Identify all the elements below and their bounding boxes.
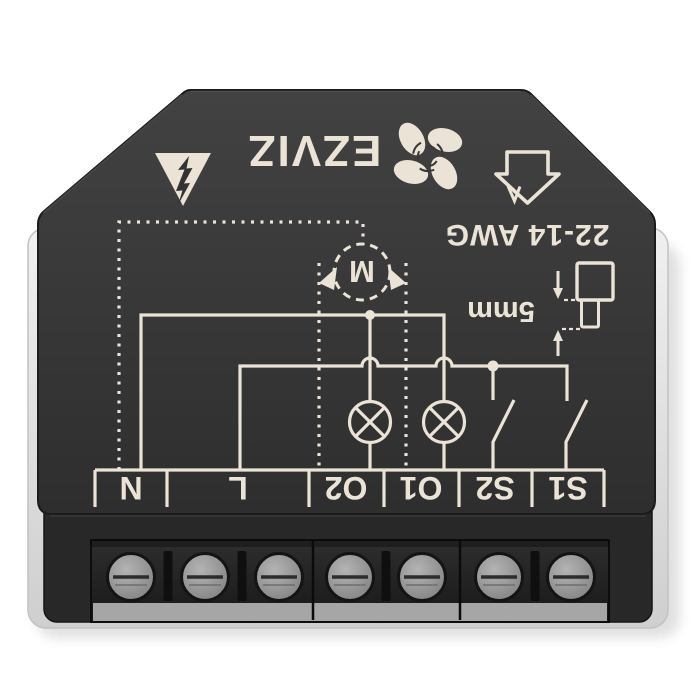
junction-dot — [365, 310, 375, 320]
arrow-up-icon — [553, 330, 563, 341]
motor-symbol: M — [319, 242, 406, 302]
hazard-voltage-icon — [155, 153, 211, 206]
switch-symbol-s1 — [564, 399, 589, 470]
screw-terminal-6 — [474, 552, 524, 602]
screw-terminal-4 — [325, 552, 375, 602]
screw-terminal-5 — [397, 552, 447, 602]
block-top-shade — [91, 540, 609, 547]
terminal-label-n: N — [119, 470, 142, 506]
terminal-label-l: L — [228, 470, 248, 506]
screw-divider — [530, 551, 540, 601]
terminal-label-row: N L O2 O1 S2 S1 — [93, 468, 606, 507]
terminal-label-o2: O2 — [325, 470, 368, 506]
terminal-label-s2: S2 — [475, 470, 514, 506]
screw-divider — [381, 551, 391, 601]
screw-terminal-3 — [254, 552, 304, 602]
lamp-symbol-o1 — [421, 399, 467, 445]
wire-strip-icon — [553, 261, 615, 356]
wiring-diagram: M — [117, 220, 589, 470]
printed-artwork: EZVIZ 22-14 AWG 5mm — [93, 122, 615, 507]
ezviz-flower-icon — [393, 122, 463, 190]
device-body — [37, 89, 656, 515]
motor-label: M — [349, 254, 375, 289]
dotted-neutral-motor-path — [117, 220, 365, 470]
wire-gauge-label: 22-14 AWG — [445, 218, 610, 251]
insert-arrow-icon — [494, 150, 561, 205]
lamp-symbol-o2 — [347, 399, 393, 445]
terminal-block-base-strip — [93, 603, 607, 621]
screw-terminals — [106, 552, 596, 602]
screw-divider — [237, 551, 247, 601]
body-top-highlight — [42, 90, 651, 214]
terminal-label-s1: S1 — [548, 470, 587, 506]
terminal-label-o1: O1 — [400, 470, 443, 506]
screw-terminal-1 — [106, 552, 156, 602]
terminal-row-lines — [93, 468, 606, 507]
motor-rotation-arrow-left — [319, 267, 337, 290]
strip-length-label: 5mm — [467, 295, 535, 327]
screw-terminal-7 — [546, 552, 596, 602]
motor-rotation-arrow-right — [388, 267, 406, 290]
screw-terminal-2 — [180, 552, 230, 602]
brand-wordmark: EZVIZ — [247, 126, 382, 175]
switch-symbol-s2 — [491, 366, 516, 470]
terminal-block — [90, 539, 610, 623]
arrow-down-icon — [553, 288, 563, 299]
live-switch-line — [238, 356, 569, 470]
screw-divider — [163, 551, 173, 601]
